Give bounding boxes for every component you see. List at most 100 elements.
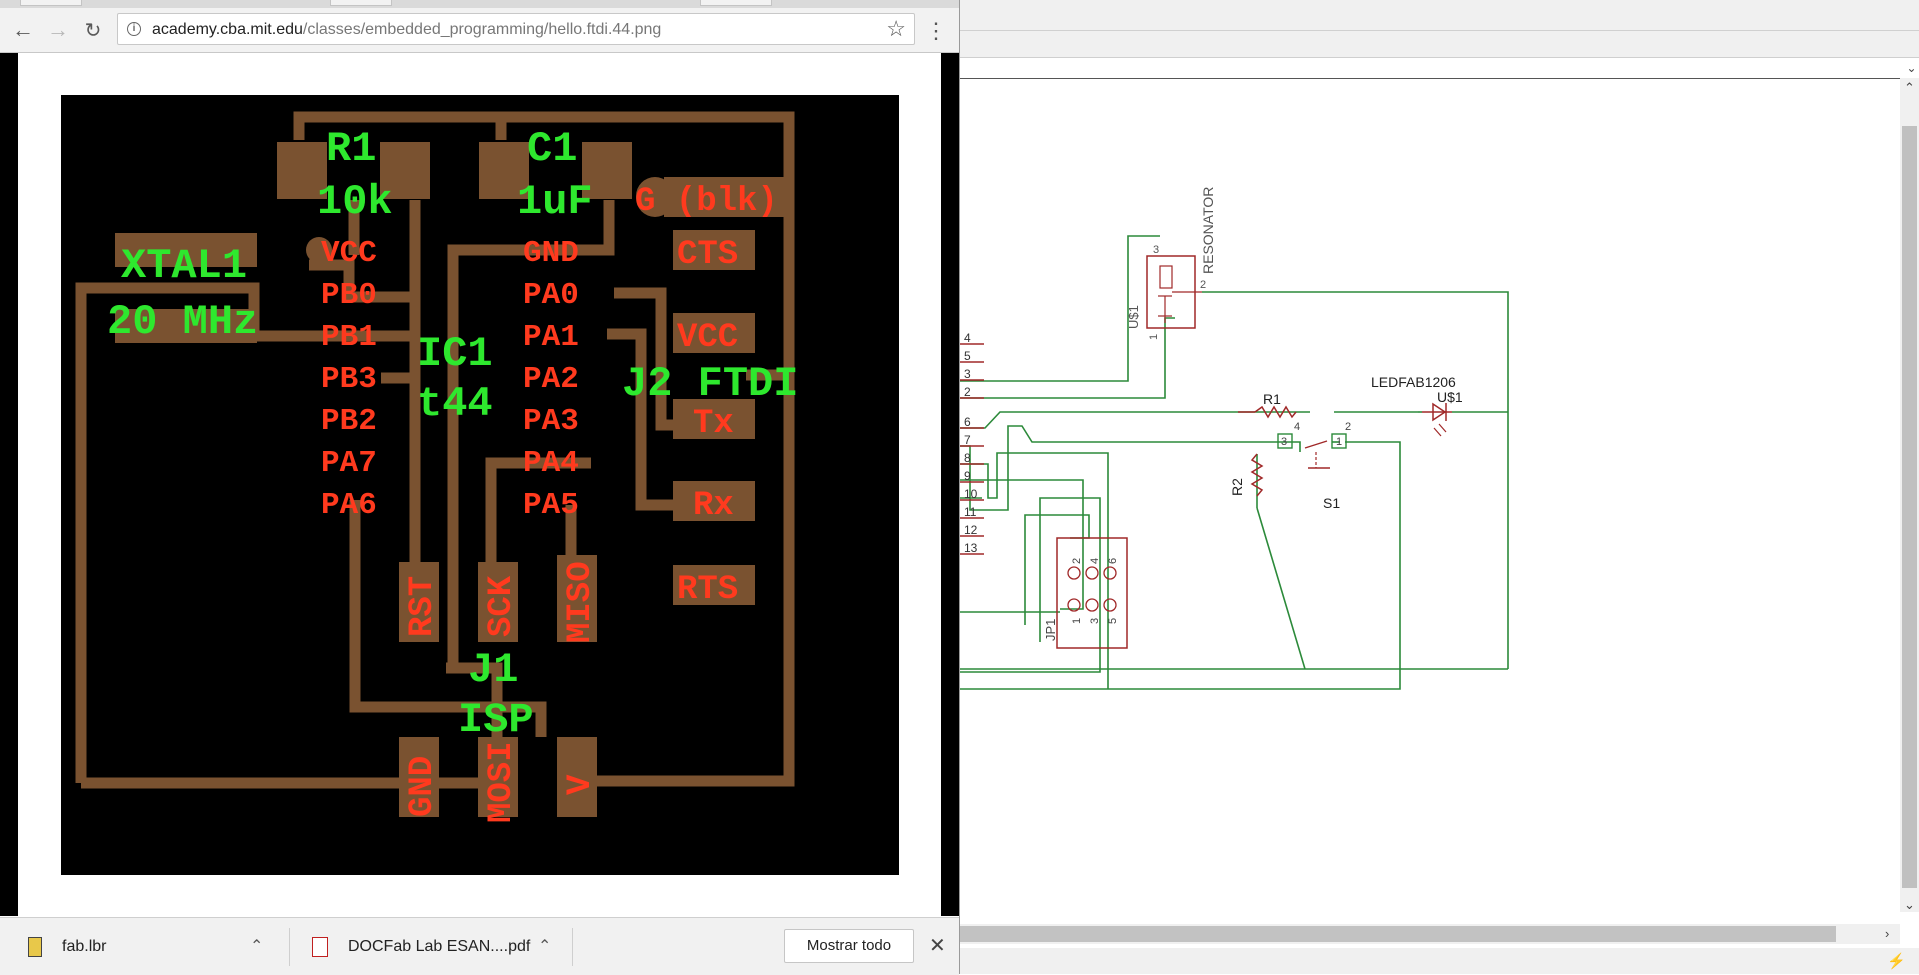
component-label: XTAL1 [121, 242, 247, 290]
vertical-scrollbar-thumb[interactable] [1902, 126, 1917, 888]
pin-number: 4 [1089, 558, 1101, 564]
chevron-up-icon[interactable]: ⌃ [250, 938, 264, 955]
reload-button[interactable]: ↻ [78, 15, 108, 45]
pin-number: 5 [1107, 618, 1119, 624]
pad-label: V [562, 774, 600, 795]
pin-label: PA3 [523, 404, 579, 439]
page-content: VCC PB0 PB1 PB3 PB2 PA7 PA6 GND PA0 PA1 … [0, 53, 959, 916]
pin-label: PB0 [321, 278, 377, 313]
download-file-name: DOCFab Lab ESAN....pdf [348, 937, 531, 955]
pin-label: PB1 [321, 320, 377, 355]
arrow-right-icon: → [47, 17, 69, 42]
bookmark-star-icon[interactable]: ☆ [886, 16, 906, 41]
pin-number: 4 [1294, 421, 1300, 433]
tab[interactable] [330, 0, 392, 6]
pin-number: 2 [1345, 421, 1351, 433]
pin-number: 1 [1336, 436, 1342, 448]
pin-label: PA6 [321, 488, 377, 523]
pin-number: 8 [964, 451, 971, 465]
chevron-up-icon[interactable]: ⌃ [538, 938, 552, 955]
pad-label: MOSI [483, 741, 521, 823]
component-label: J2 FTDI [622, 360, 798, 408]
component-value: t44 [417, 380, 493, 428]
led-symbol: LEDFAB1206 U$1 [1371, 374, 1463, 437]
copper-pads [115, 142, 784, 817]
pad-label: Tx [693, 405, 734, 443]
download-item-fab-lbr[interactable]: fab.lbr [28, 918, 106, 975]
component-value: 20 MHz [107, 298, 258, 346]
scroll-right-icon[interactable]: › [1885, 926, 1890, 941]
component-label: R1 [326, 125, 376, 173]
isp-pad-labels: RST SCK MISO GND MOSI V [404, 561, 600, 823]
pin-number: 12 [964, 523, 978, 537]
resonator-name: U$1 [1126, 305, 1141, 329]
tab[interactable] [20, 0, 82, 6]
editor-command-bar [960, 31, 1919, 58]
led-name-label: U$1 [1437, 389, 1463, 405]
component-value: 10k [317, 178, 393, 226]
pcb-image: VCC PB0 PB1 PB3 PB2 PA7 PA6 GND PA0 PA1 … [61, 95, 899, 875]
pin-number: 1 [1148, 334, 1160, 340]
s1-label: S1 [1323, 495, 1340, 511]
jp1-label: JP1 [1043, 619, 1058, 641]
image-edge-right [941, 53, 959, 916]
component-label: J1 [468, 646, 518, 694]
schematic-nets [960, 235, 1509, 690]
pin-label: PB3 [321, 362, 377, 397]
show-all-downloads-button[interactable]: Mostrar todo [784, 929, 914, 963]
pad-label: GND [404, 756, 442, 817]
horizontal-scrollbar-thumb[interactable] [960, 926, 1836, 942]
back-button[interactable]: ← [8, 15, 38, 45]
schematic-pin-numbers: 4 5 3 2 6 7 8 9 10 11 12 13 [964, 331, 978, 555]
pin-number: 3 [964, 367, 971, 381]
component-value: 1uF [517, 178, 593, 226]
pin-number: 1 [1071, 618, 1083, 624]
pin-number: 10 [964, 487, 978, 501]
component-value: ISP [458, 696, 534, 744]
pin-number: 3 [1153, 244, 1159, 256]
ic-pin-labels: VCC PB0 PB1 PB3 PB2 PA7 PA6 GND PA0 PA1 … [321, 236, 579, 523]
pad-label: SCK [483, 575, 521, 637]
component-label: IC1 [417, 330, 493, 378]
pad-label: CTS [677, 236, 738, 274]
pin-label: PA4 [523, 446, 579, 481]
image-edge-left [0, 53, 18, 916]
pad-label: Rx [693, 487, 734, 525]
forward-button[interactable]: → [43, 15, 73, 45]
schematic-canvas[interactable]: 4 5 3 2 6 7 8 9 10 11 12 13 3 2 1 [960, 78, 1900, 924]
pin-number: 3 [1089, 618, 1101, 624]
r2-label: R2 [1229, 478, 1245, 496]
resonator-label: RESONATOR [1200, 187, 1216, 274]
scroll-down-icon[interactable]: ⌄ [1904, 897, 1915, 912]
pin-number: 2 [1071, 558, 1083, 564]
pad-label: MISO [562, 561, 600, 643]
status-bar: ⚡ [960, 948, 1919, 974]
scroll-up-icon[interactable]: ⌃ [1904, 80, 1915, 95]
resonator-symbol: 3 2 1 RESONATOR U$1 [1126, 187, 1216, 340]
tab[interactable] [700, 0, 772, 6]
component-labels: R1 10k C1 1uF XTAL1 20 MHz IC1 t44 J2 FT… [107, 125, 798, 744]
schematic-pin-stubs [960, 343, 984, 555]
browser-window: ← → ↻ i academy.cba.mit.edu/classes/embe… [0, 0, 960, 975]
file-icon [28, 936, 42, 957]
pin-label: PA2 [523, 362, 579, 397]
url-host: academy.cba.mit.edu [152, 21, 303, 38]
switch-s1: 4 2 3 1 S1 [1277, 421, 1351, 511]
pin-number: 3 [1281, 436, 1287, 448]
download-item-pdf[interactable]: DOCFab Lab ESAN....pdf [312, 918, 530, 975]
pad-label: VCC [677, 319, 738, 357]
pin-label: PB2 [321, 404, 377, 439]
browser-menu-icon[interactable]: ⋮ [925, 18, 947, 43]
arrow-left-icon: ← [12, 17, 34, 42]
ftdi-pad-labels: G (blk) CTS VCC Tx Rx RTS [635, 183, 778, 609]
pin-label: VCC [321, 236, 377, 271]
resistor-r1: R1 [1238, 391, 1297, 419]
address-bar[interactable]: i academy.cba.mit.edu/classes/embedded_p… [117, 13, 915, 45]
command-input[interactable] [960, 58, 1903, 79]
info-icon[interactable]: i [127, 22, 141, 36]
pin-label: PA7 [321, 446, 377, 481]
download-file-name: fab.lbr [62, 937, 107, 955]
chevron-down-icon[interactable]: ⌄ [1906, 61, 1917, 75]
close-icon[interactable]: ✕ [929, 935, 946, 957]
pin-number: 9 [964, 469, 971, 483]
